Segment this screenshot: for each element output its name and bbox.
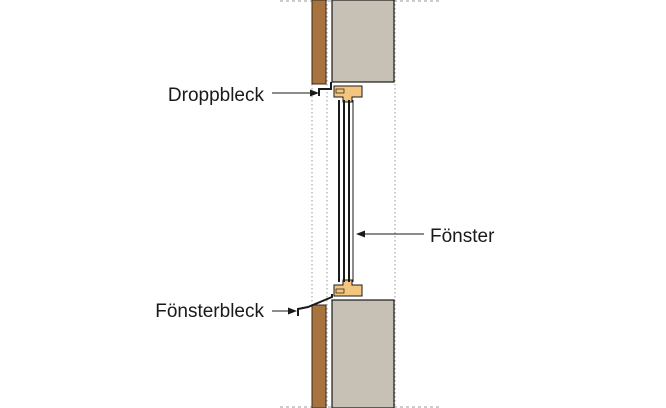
- window-glazing: [338, 100, 354, 282]
- window-frame-top: [333, 85, 363, 103]
- wood-cladding-lower: [311, 304, 327, 408]
- label-fonster: Fönster: [430, 226, 495, 247]
- window-frame-bottom: [333, 279, 363, 297]
- arrow-fonster: [356, 230, 365, 238]
- drip-flashing: [318, 82, 332, 96]
- masonry-upper: [331, 0, 395, 83]
- wood-cladding-upper: [311, 0, 327, 85]
- label-droppbleck: Droppbleck: [168, 85, 265, 106]
- label-fonsterbleck: Fönsterbleck: [155, 301, 264, 322]
- sill-flashing: [297, 294, 333, 316]
- arrow-fonsterbleck: [288, 307, 297, 315]
- leader-lines: [272, 89, 424, 315]
- arrow-droppbleck: [310, 89, 319, 97]
- masonry-lower: [331, 299, 395, 408]
